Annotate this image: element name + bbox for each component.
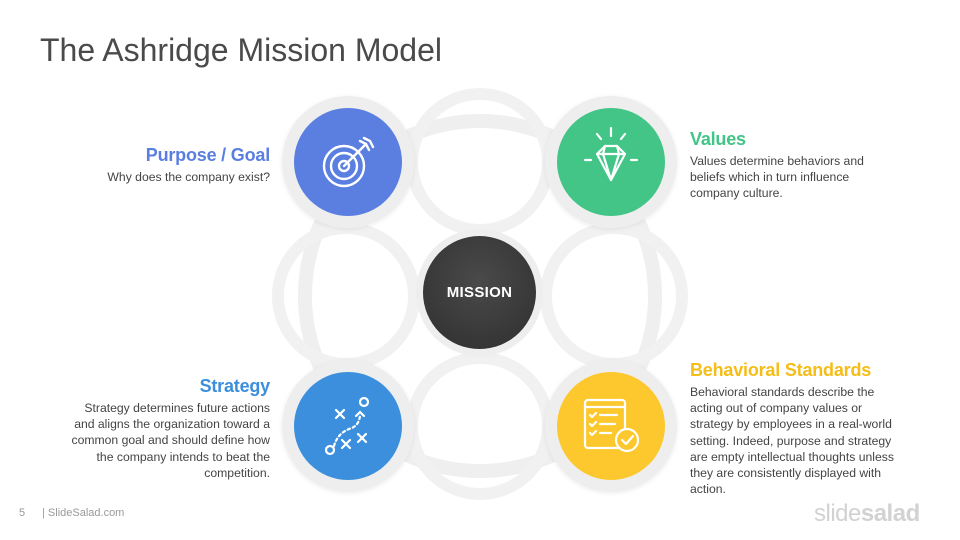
purpose-block: Purpose / Goal Why does the company exis… [40, 145, 270, 185]
page-number: 5 [19, 507, 26, 519]
strategy-block: Strategy Strategy determines future acti… [40, 376, 270, 481]
behavioral-text: Behavioral standards describe the acting… [690, 385, 894, 497]
strategy-title: Strategy [199, 376, 271, 396]
purpose-text: Why does the company exist? [107, 170, 270, 184]
diamond-icon [557, 108, 665, 216]
purpose-title: Purpose / Goal [145, 145, 270, 165]
footer-site-link[interactable]: | SlideSalad.com [42, 507, 125, 519]
values-block: Values Values determine behaviors and be… [690, 129, 885, 202]
strategy-node [294, 372, 402, 480]
slidesalad-logo: slidesalad [814, 500, 920, 527]
slide-title: The Ashridge Mission Model [40, 32, 442, 68]
values-node [557, 108, 665, 216]
behavioral-title: Behavioral Standards [690, 360, 872, 380]
strategy-text: Strategy determines future actions and a… [71, 401, 270, 480]
behavioral-block: Behavioral Standards Behavioral standard… [690, 360, 920, 497]
values-text: Values determine behaviors and beliefs w… [690, 154, 864, 201]
target-icon [294, 108, 402, 216]
mission-label: MISSION [446, 284, 513, 301]
checklist-icon [557, 372, 665, 480]
purpose-node [294, 108, 402, 216]
values-title: Values [690, 129, 746, 149]
strategy-play-icon [294, 372, 402, 480]
behavioral-node [557, 372, 665, 480]
mission-center: MISSION [423, 236, 536, 349]
